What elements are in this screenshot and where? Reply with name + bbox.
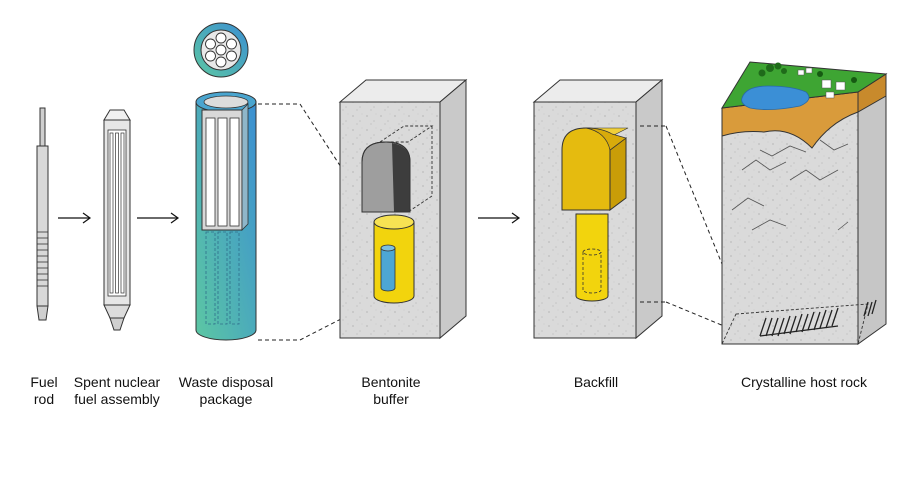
arrow-1 (58, 212, 92, 224)
label-host-rock: Crystalline host rock (740, 374, 868, 390)
label-fuel-rod: Fuel rod (30, 374, 58, 407)
label-backfill: Backfill (573, 374, 619, 390)
fuel-rod (36, 107, 49, 321)
bentonite-block (338, 78, 468, 340)
label-bentonite-buffer: Bentonite buffer (361, 374, 421, 407)
arrow-2 (137, 212, 180, 224)
waste-package (193, 22, 257, 341)
host-rock-block (721, 61, 888, 345)
label-waste-package: Waste disposal package (178, 374, 274, 407)
arrow-3 (478, 212, 521, 224)
label-spent-fuel-assembly: Spent nuclear fuel assembly (73, 374, 161, 407)
backfill-block (532, 78, 664, 340)
spent-fuel-assembly (103, 109, 131, 331)
